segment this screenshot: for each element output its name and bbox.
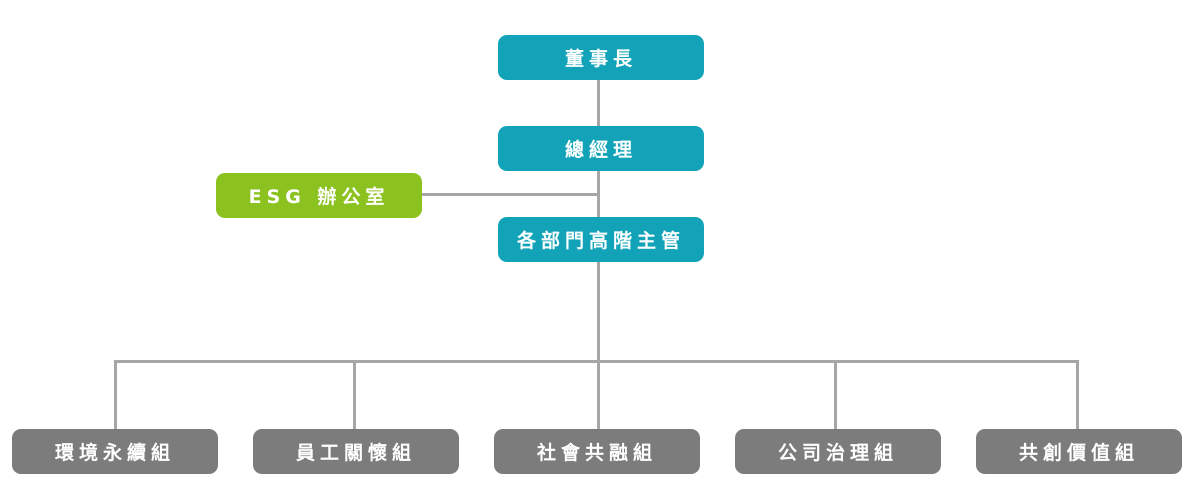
node-team-employee-care: 員工關懷組: [253, 429, 459, 474]
connector-team-5-drop: [1076, 360, 1079, 430]
connector-team-2-drop: [353, 360, 356, 430]
node-department-heads: 各部門高階主管: [498, 217, 704, 262]
node-team-social-inclusion: 社會共融組: [494, 429, 700, 474]
connector-team-3-drop: [597, 360, 600, 430]
node-president: 總經理: [498, 126, 704, 171]
node-team-environment: 環境永續組: [12, 429, 218, 474]
connector-esg-horizontal: [420, 193, 600, 196]
connector-team-1-drop: [114, 360, 117, 430]
connector-team-4-drop: [834, 360, 837, 430]
node-team-governance: 公司治理組: [735, 429, 941, 474]
node-esg-office: ESG 辦公室: [216, 173, 422, 218]
node-chairman: 董事長: [498, 35, 704, 80]
node-team-shared-value: 共創價值組: [976, 429, 1182, 474]
connector-teams-horizontal: [114, 360, 1079, 363]
